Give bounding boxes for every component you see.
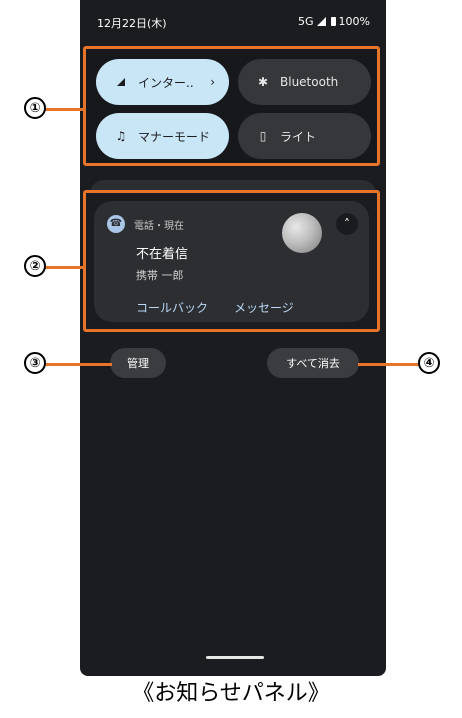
notification-text: 携帯 一郎 xyxy=(136,269,184,282)
flashlight-icon: ▯ xyxy=(259,129,267,143)
callout-leader-1 xyxy=(44,108,84,111)
wifi-signal-icon xyxy=(114,75,128,89)
callout-leader-2 xyxy=(44,266,84,269)
phone-screen: 12月22日(木) 5G 100% インター.. › ✱ Bluetooth ♫… xyxy=(80,0,386,676)
clear-all-button[interactable]: すべて消去 xyxy=(267,348,359,378)
chevron-up-icon[interactable]: ˄ xyxy=(336,213,358,235)
tile-label: ライト xyxy=(280,129,317,144)
notification-app-line: 電話・現在 xyxy=(134,221,184,232)
status-bar: 12月22日(木) 5G 100% xyxy=(80,0,386,44)
callout-leader-4 xyxy=(358,363,420,366)
tile-label: Bluetooth xyxy=(280,75,339,89)
bell-icon: ♫ xyxy=(115,129,127,143)
callout-3: ③ xyxy=(24,352,46,374)
tile-label: マナーモード xyxy=(138,129,211,144)
missed-call-icon: ☎ xyxy=(107,215,125,233)
tile-bluetooth[interactable]: ✱ Bluetooth xyxy=(238,59,371,105)
callout-4: ④ xyxy=(418,352,440,374)
notification-area: ☎ 電話・現在 不在着信 携帯 一郎 ˄ コールバック メッセージ xyxy=(83,190,380,332)
status-time: 12月22日(木) xyxy=(97,17,167,30)
status-icons: 5G 100% xyxy=(298,15,370,28)
chevron-right-icon: › xyxy=(210,75,215,89)
network-type: 5G xyxy=(298,15,314,28)
tile-label: インター.. xyxy=(138,75,194,90)
callback-button[interactable]: コールバック xyxy=(136,301,209,315)
manage-button[interactable]: 管理 xyxy=(110,348,166,378)
bluetooth-icon: ✱ xyxy=(257,75,269,89)
battery-level: 100% xyxy=(338,15,370,28)
gesture-nav-bar[interactable] xyxy=(206,656,264,659)
notification-title: 不在着信 xyxy=(136,247,189,262)
contact-avatar xyxy=(282,213,322,253)
figure-caption: 《お知らせパネル》 xyxy=(132,681,330,706)
tile-flashlight[interactable]: ▯ ライト xyxy=(238,113,371,159)
callout-1: ① xyxy=(24,97,46,119)
cell-signal-icon xyxy=(316,17,326,26)
message-button[interactable]: メッセージ xyxy=(234,301,294,315)
callout-2: ② xyxy=(24,255,46,277)
tile-internet[interactable]: インター.. › xyxy=(96,59,229,105)
missed-call-notification[interactable]: ☎ 電話・現在 不在着信 携帯 一郎 ˄ コールバック メッセージ xyxy=(94,201,369,322)
quick-settings-panel: インター.. › ✱ Bluetooth ♫ マナーモード ▯ ライト xyxy=(83,46,380,166)
battery-icon xyxy=(330,17,336,26)
callout-leader-3 xyxy=(44,363,112,366)
tile-manner-mode[interactable]: ♫ マナーモード xyxy=(96,113,229,159)
